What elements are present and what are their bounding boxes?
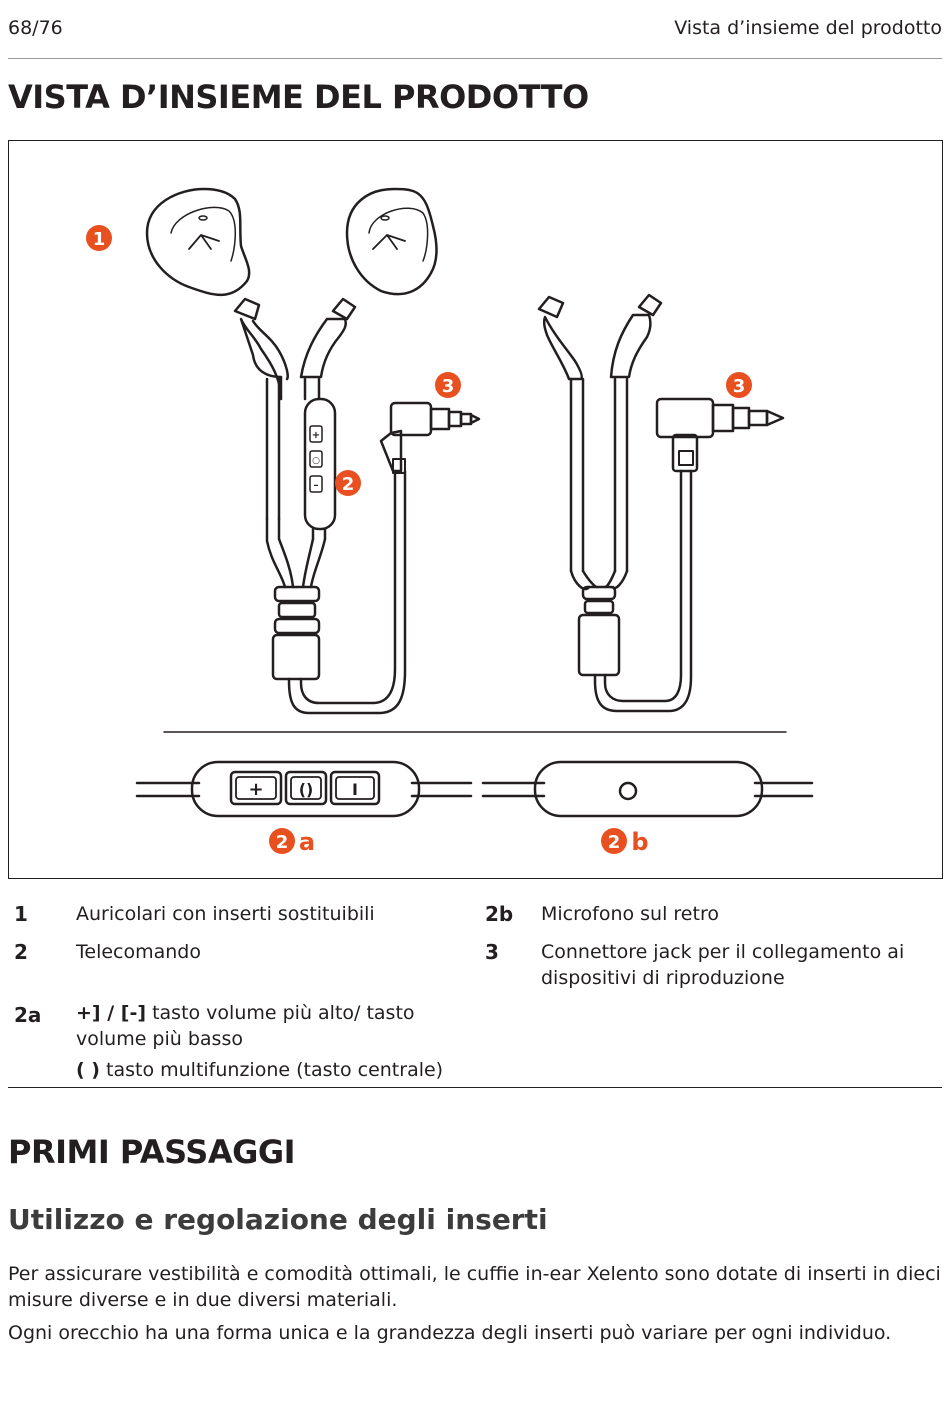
earbud-right-housing (345, 187, 438, 296)
earphone-illustration: + ○ – + () I 1 2 3 3 2 a 2 b (86, 187, 814, 856)
earbud-left-housing (145, 187, 251, 297)
legend-text: Telecomando (76, 941, 201, 963)
svg-text:3: 3 (442, 376, 455, 397)
remote-button-minus: I (352, 780, 358, 799)
legend-bold: ( ) (76, 1059, 100, 1081)
legend-bold: +] / [-] (76, 1002, 147, 1024)
callout-1 (86, 225, 112, 251)
section-divider (8, 1087, 942, 1088)
product-overview-figure: + ○ – + () I 1 2 3 3 2 a 2 b (8, 140, 943, 879)
legend-num: 2a (14, 1003, 42, 1027)
paragraph-2: Ogni orecchio ha una forma unica e la gr… (8, 1322, 892, 1344)
legend-text-volume: +] / [-] tasto volume più alto/ tasto vo… (76, 1002, 415, 1050)
section-title: PRIMI PASSAGGI (8, 1133, 296, 1171)
page-title: VISTA D’INSIEME DEL PRODOTTO (8, 78, 589, 116)
svg-text:a: a (299, 828, 315, 856)
callout-2a (269, 828, 295, 854)
header-divider (8, 58, 942, 59)
microphone-icon (618, 781, 638, 801)
legend-num: 2b (485, 902, 514, 926)
legend-text: Connettore jack per il collegamento ai d… (541, 941, 905, 989)
remote-button-plus: + (248, 779, 263, 800)
paragraph-1: Per assicurare vestibilità e comodità ot… (8, 1263, 941, 1311)
callout-3-left (435, 372, 461, 398)
svg-text:○: ○ (312, 456, 320, 466)
remote-button-center: () (299, 780, 314, 799)
legend-text-multifunction: ( ) tasto multifunzione (tasto centrale) (76, 1059, 444, 1081)
legend-num: 2 (14, 940, 28, 964)
svg-text:2: 2 (276, 832, 289, 853)
remote-plus-glyph: + (312, 430, 320, 441)
callout-2 (335, 470, 361, 496)
svg-text:1: 1 (93, 229, 106, 250)
callout-3-right (726, 372, 752, 398)
legend-text: Microfono sul retro (541, 903, 719, 925)
page-number: 68/76 (8, 17, 63, 39)
legend-text: Auricolari con inserti sostituibili (76, 903, 375, 925)
running-header: Vista d’insieme del prodotto (674, 17, 942, 39)
callout-2b (601, 828, 627, 854)
section-subtitle: Utilizzo e regolazione degli inserti (8, 1203, 548, 1236)
svg-text:b: b (631, 828, 648, 856)
svg-text:2: 2 (608, 832, 621, 853)
legend-num: 1 (14, 902, 28, 926)
svg-text:3: 3 (733, 376, 746, 397)
svg-text:2: 2 (342, 474, 355, 495)
svg-text:–: – (314, 480, 319, 491)
legend-num: 3 (485, 940, 499, 964)
